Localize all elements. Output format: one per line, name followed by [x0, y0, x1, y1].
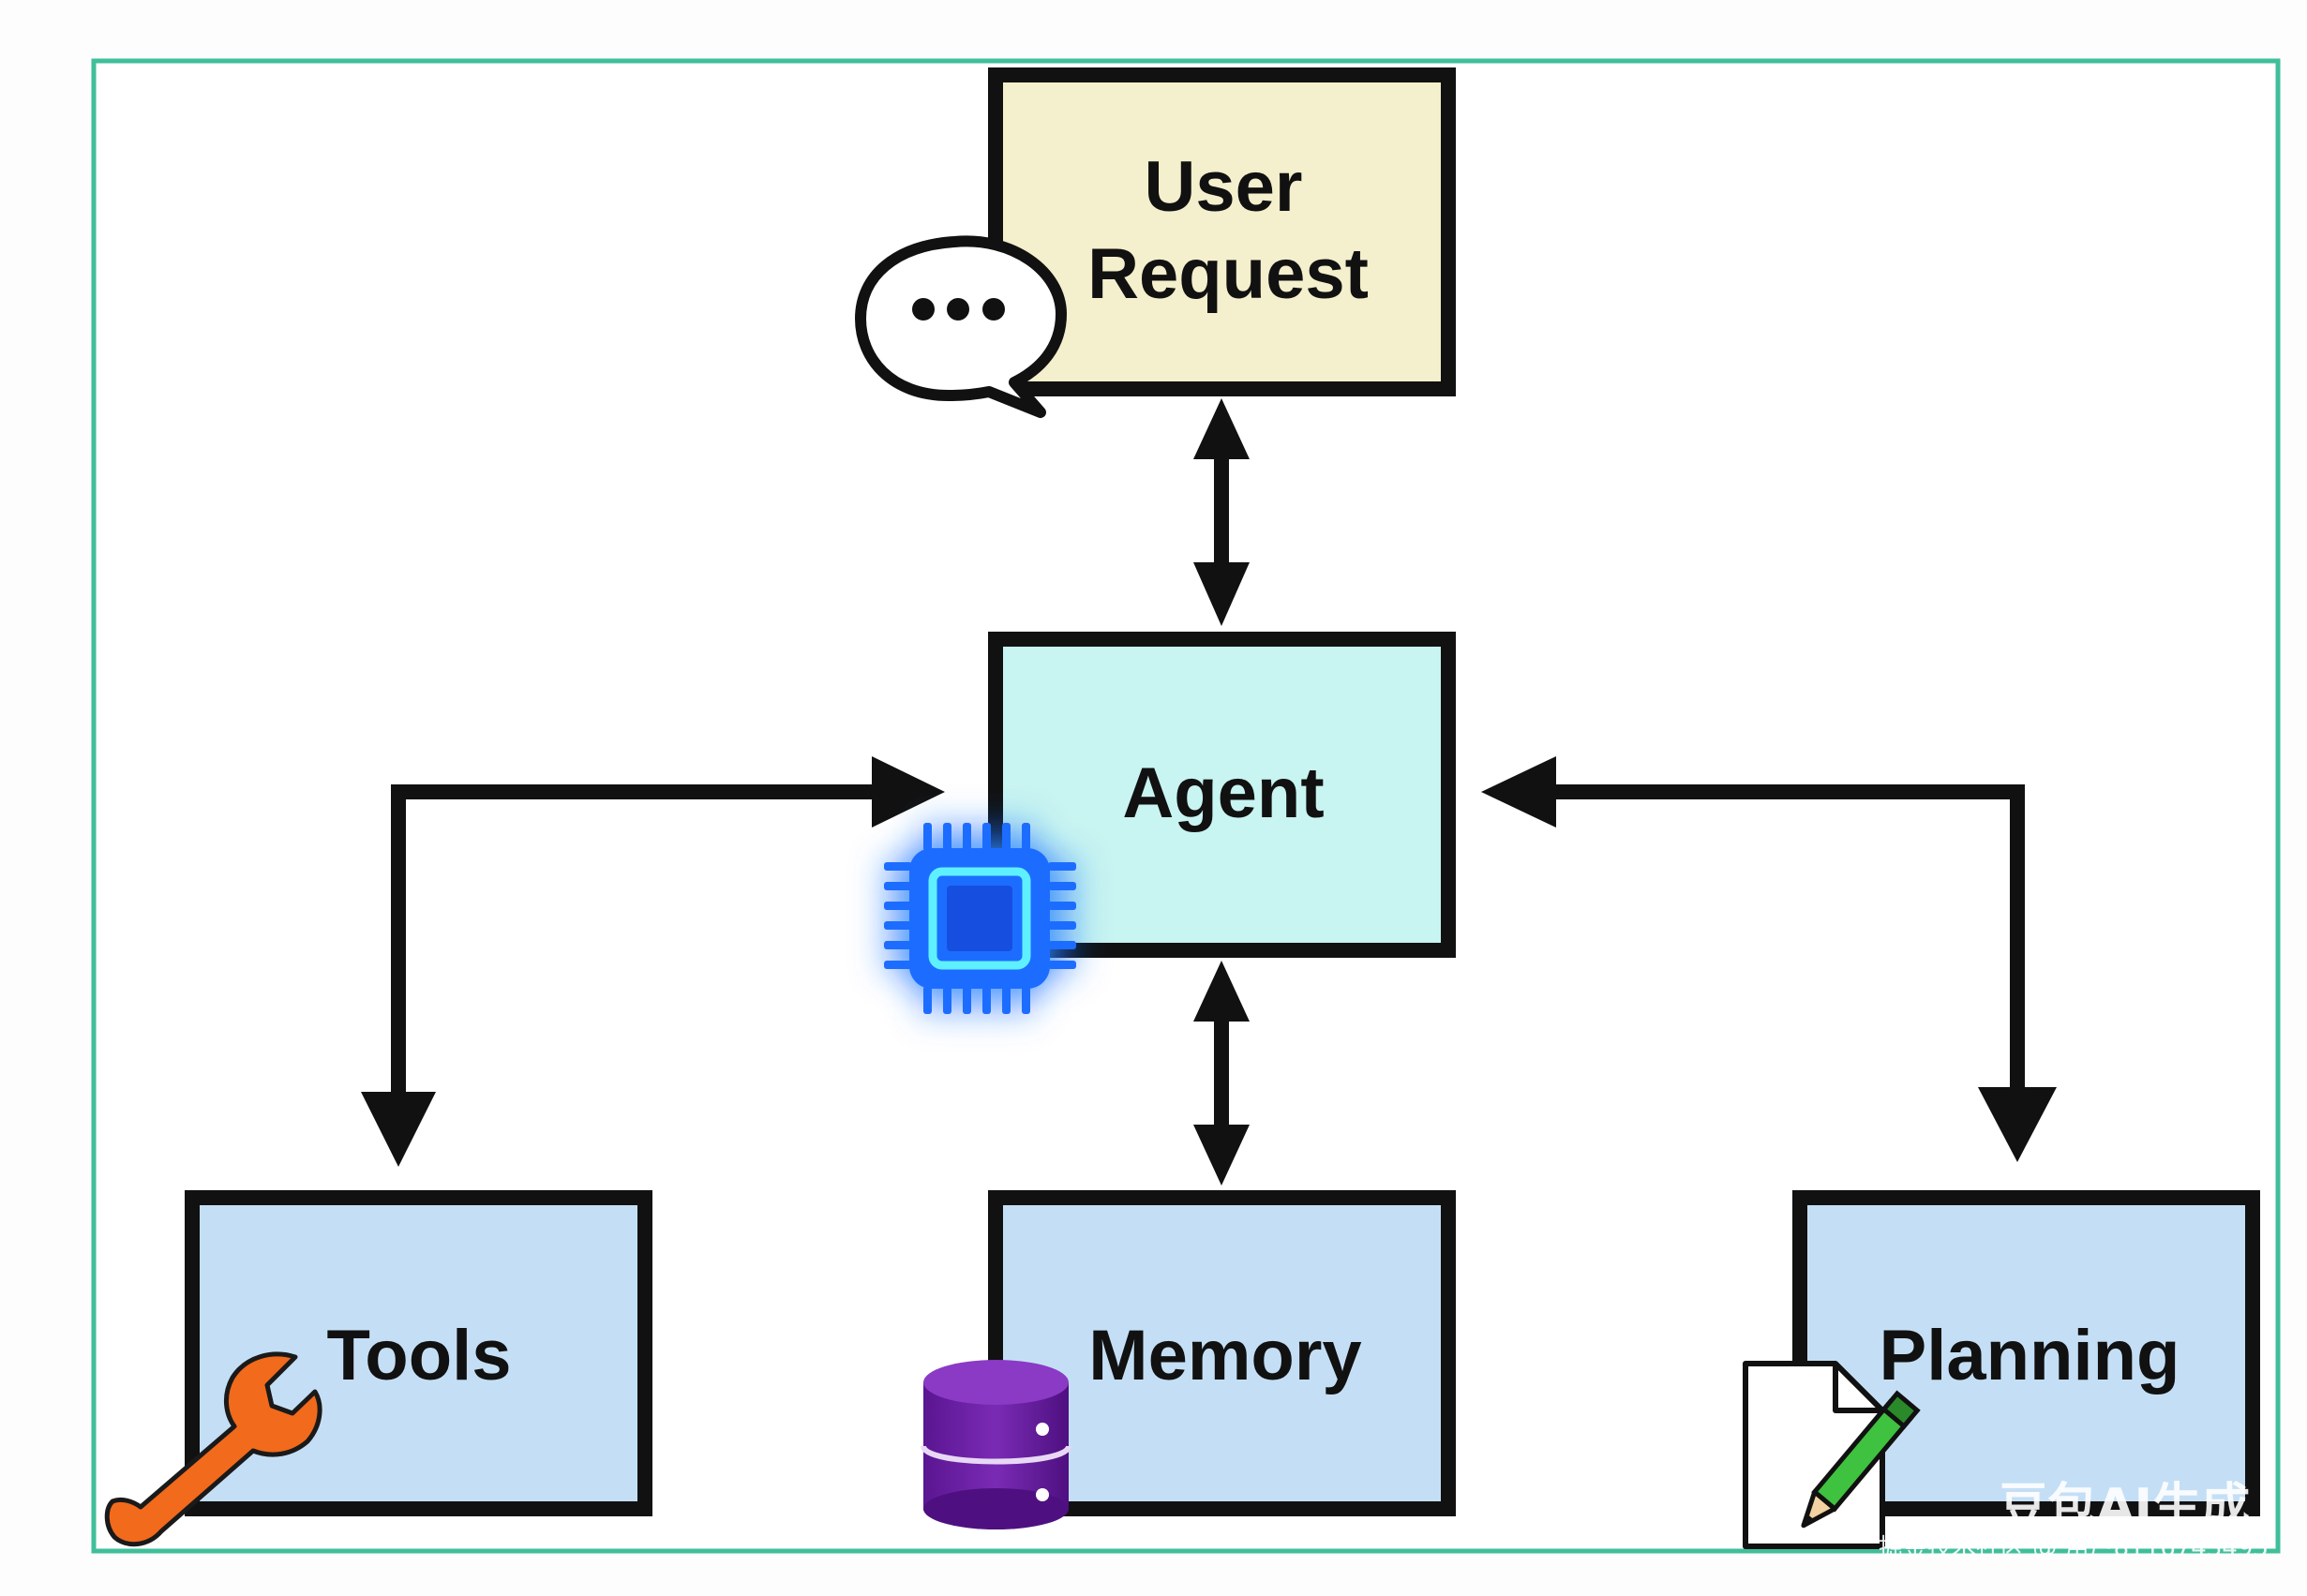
node-user-request-label-line1: User	[1145, 147, 1303, 227]
arrowhead-right	[872, 756, 945, 828]
wrench-icon	[104, 1351, 322, 1547]
arrowhead-down	[1978, 1087, 2057, 1162]
connector-user-agent	[1193, 398, 1250, 626]
node-planning-label: Planning	[1880, 1316, 2180, 1395]
cpu-chip-icon	[884, 823, 1076, 1014]
node-user-request: User Request	[988, 67, 1456, 396]
arrowhead-down	[1193, 562, 1250, 626]
arrowhead-left	[1481, 756, 1556, 828]
watermark-brand: 豆包AI生成	[1999, 1479, 2250, 1535]
document-pencil-icon	[1743, 1361, 1921, 1549]
database-icon	[921, 1360, 1071, 1529]
node-agent: Agent	[988, 632, 1456, 958]
node-planning: Planning	[1792, 1190, 2260, 1516]
connector-agent-tools	[361, 756, 945, 1167]
arrowhead-up	[1193, 961, 1250, 1022]
speech-bubble-icon	[855, 235, 1067, 418]
arrowhead-up	[1193, 398, 1250, 459]
connector-agent-planning	[1481, 756, 2057, 1162]
node-memory: Memory	[988, 1190, 1456, 1516]
arrowhead-down	[361, 1092, 436, 1167]
watermark: 豆包AI生成 掘金技术社区 @ 用户8116743495	[1879, 1479, 2269, 1562]
node-agent-label: Agent	[1122, 753, 1324, 833]
arrowhead-down	[1193, 1125, 1250, 1186]
node-user-request-label-line2: Request	[1087, 234, 1369, 314]
node-tools-label: Tools	[326, 1316, 511, 1395]
connector-agent-memory	[1193, 961, 1250, 1186]
node-memory-label: Memory	[1088, 1316, 1361, 1395]
node-tools: Tools	[185, 1190, 652, 1516]
watermark-source: 掘金技术社区 @ 用户8116743495	[1879, 1534, 2269, 1562]
